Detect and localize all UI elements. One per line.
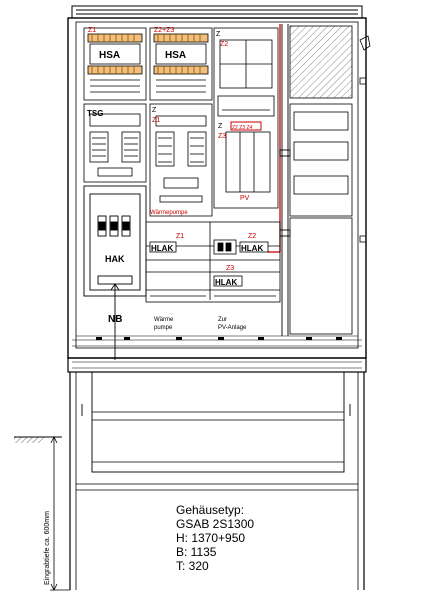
label-z3-right-mid: Z3 — [218, 133, 226, 140]
cabinet-stand — [67, 357, 367, 590]
label-nb: NB — [108, 314, 122, 325]
label-hak: HAK — [105, 254, 125, 264]
hak-panel — [83, 185, 147, 297]
incoming-cable — [110, 283, 120, 360]
label-ground-depth: Eingrabtiefe ca. 600mm — [44, 511, 51, 585]
spec-depth: T: 320 — [176, 559, 209, 573]
label-pv-anlage: PV-Anlage — [218, 325, 247, 331]
label-hsa-mid: HSA — [165, 50, 186, 61]
label-z-mid: Z — [152, 107, 157, 114]
label-z1-top: Z1 — [88, 27, 96, 34]
label-pv: PV — [240, 195, 250, 202]
spec-title: Gehäusetyp: — [176, 503, 245, 517]
depth-dimension — [50, 436, 70, 591]
base-screws — [96, 337, 342, 340]
label-hlak-3: HLAK — [215, 278, 237, 287]
label-z1-mid: Z1 — [152, 117, 160, 124]
label-hlak-2: HLAK — [241, 244, 263, 253]
label-z-right-mid: Z — [218, 123, 223, 130]
breaker-ticks-z1 — [91, 34, 135, 74]
divider-rail — [279, 24, 291, 336]
spec-model: GSAB 2S1300 — [176, 517, 255, 531]
hlak-area — [145, 221, 281, 303]
meter-column-right — [213, 27, 279, 209]
label-hlak-1: HLAK — [151, 244, 173, 253]
meter-panel-z1 — [83, 27, 147, 101]
label-z1-lower: Z1 — [176, 233, 184, 240]
label-z-right: Z — [216, 31, 221, 38]
meter-panel-center — [149, 103, 213, 217]
label-z3-lower: Z3 — [226, 265, 234, 272]
label-waerme: Wärme — [154, 317, 174, 323]
label-hsa-left: HSA — [99, 50, 120, 61]
tsg-panel — [83, 103, 147, 183]
label-tsg: TSG — [87, 109, 103, 118]
red-cable — [268, 24, 281, 253]
red-meter-box: Z2 Z3 Z4 — [230, 121, 262, 131]
label-z2-lower: Z2 — [248, 233, 256, 240]
label-pumpe: pumpe — [154, 325, 173, 331]
cabinet-roof — [71, 5, 363, 19]
spec-width: B: 1135 — [176, 545, 217, 559]
svg-text:Z2 Z3 Z4: Z2 Z3 Z4 — [232, 125, 253, 131]
breaker-ticks-z2z3 — [157, 34, 201, 74]
label-z2z3-top: Z2+Z3 — [154, 27, 175, 34]
spec-height: H: 1370+950 — [176, 531, 246, 545]
label-z2-right: Z2 — [220, 41, 228, 48]
door-hinge-icons — [359, 35, 371, 243]
meter-panel-z2z3 — [149, 27, 213, 101]
right-blank-section — [289, 25, 353, 335]
label-waermepumpe-red: Wärmepumpe — [150, 210, 188, 216]
label-zur: Zur — [218, 317, 227, 323]
